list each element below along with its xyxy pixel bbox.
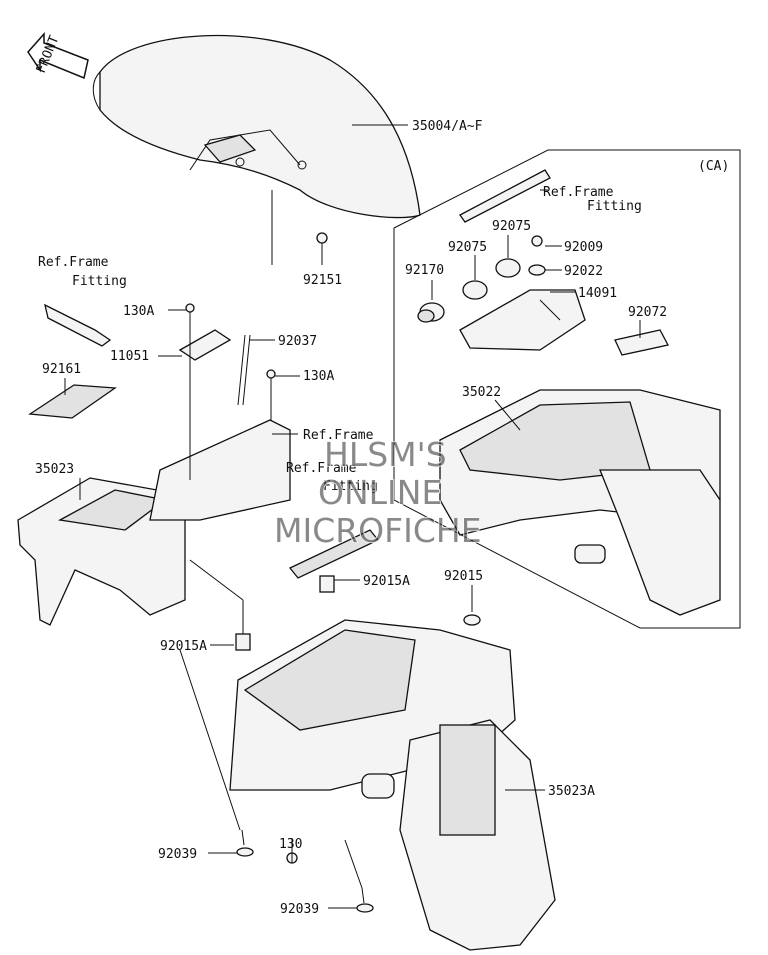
label-92039-right: 92039 (280, 902, 319, 917)
bolt-92151 (316, 232, 328, 252)
label-92075-a: 92075 (448, 240, 487, 255)
label-92015A-lower: 92015A (160, 639, 207, 654)
label-130A-upper: 130A (123, 304, 154, 319)
label-92015: 92015 (444, 569, 483, 584)
label-11051: 11051 (110, 349, 149, 364)
washer-92022 (528, 264, 546, 276)
label-130A-lower: 130A (303, 369, 334, 384)
pad-92161 (28, 384, 117, 419)
strap-ref-frame-left (44, 303, 112, 347)
label-92151: 92151 (303, 273, 342, 288)
leader-lines (64, 124, 641, 909)
strap-ref-frame-ca (459, 169, 551, 223)
watermark-line-1: HLSM'S (324, 435, 447, 474)
washer-92015 (463, 614, 481, 626)
label-ref2-b: Fitting (72, 274, 127, 289)
bracket-14091 (459, 289, 586, 351)
label-92015A-upper: 92015A (363, 574, 410, 589)
bracket-11051 (178, 329, 251, 406)
front-fender-35004 (92, 34, 421, 219)
bolt-130A-lower (266, 369, 276, 388)
grommet-92075-a (462, 280, 488, 300)
screw-92039-left (236, 829, 254, 857)
label-92009: 92009 (564, 240, 603, 255)
strap-92072 (614, 329, 669, 356)
grommet-92170 (417, 302, 445, 323)
bolt-92009 (531, 235, 543, 247)
label-92161: 92161 (42, 362, 81, 377)
rear-fender-35023A (229, 619, 556, 951)
label-92022: 92022 (564, 264, 603, 279)
label-ref1-a: Ref.Frame (543, 185, 614, 200)
label-ref4-a: Ref.Frame (286, 461, 357, 476)
label-ref2-a: Ref.Frame (38, 255, 109, 270)
label-35023A: 35023A (548, 784, 595, 799)
label-92037: 92037 (278, 334, 317, 349)
variant-box-ca (393, 149, 741, 629)
label-ref3: Ref.Frame (303, 428, 374, 443)
label-14091: 14091 (578, 286, 617, 301)
tray-frame-upper (149, 419, 291, 521)
label-92072: 92072 (628, 305, 667, 320)
label-ref4-b: Fitting (323, 479, 378, 494)
label-92039-left: 92039 (158, 847, 197, 862)
grommet-92075-b (495, 258, 521, 278)
part-labels: 35004/A~F 92151 Ref.Frame Fitting 92075 … (35, 119, 667, 917)
watermark: HLSM'S ONLINE MICROFICHE (273, 434, 482, 550)
watermark-line-3: MICROFICHE (274, 511, 482, 550)
variant-box-label: (CA) (698, 159, 729, 174)
bolt-130A-upper (185, 303, 195, 322)
front-arrow-icon: FRONT (27, 32, 89, 80)
label-130: 130 (279, 837, 302, 852)
label-35004: 35004/A~F (412, 119, 483, 134)
label-35022: 35022 (462, 385, 501, 400)
label-ref1-b: Fitting (587, 199, 642, 214)
label-92170: 92170 (405, 263, 444, 278)
watermark-line-2: ONLINE (318, 473, 442, 512)
collar-92015A-upper (319, 575, 335, 593)
rear-fender-35022 (439, 389, 721, 616)
label-35023: 35023 (35, 462, 74, 477)
label-92075-b: 92075 (492, 219, 531, 234)
screw-92039-right (356, 887, 374, 913)
strap-ref-frame-mid (288, 529, 380, 579)
collar-92015A-lower (235, 633, 251, 651)
